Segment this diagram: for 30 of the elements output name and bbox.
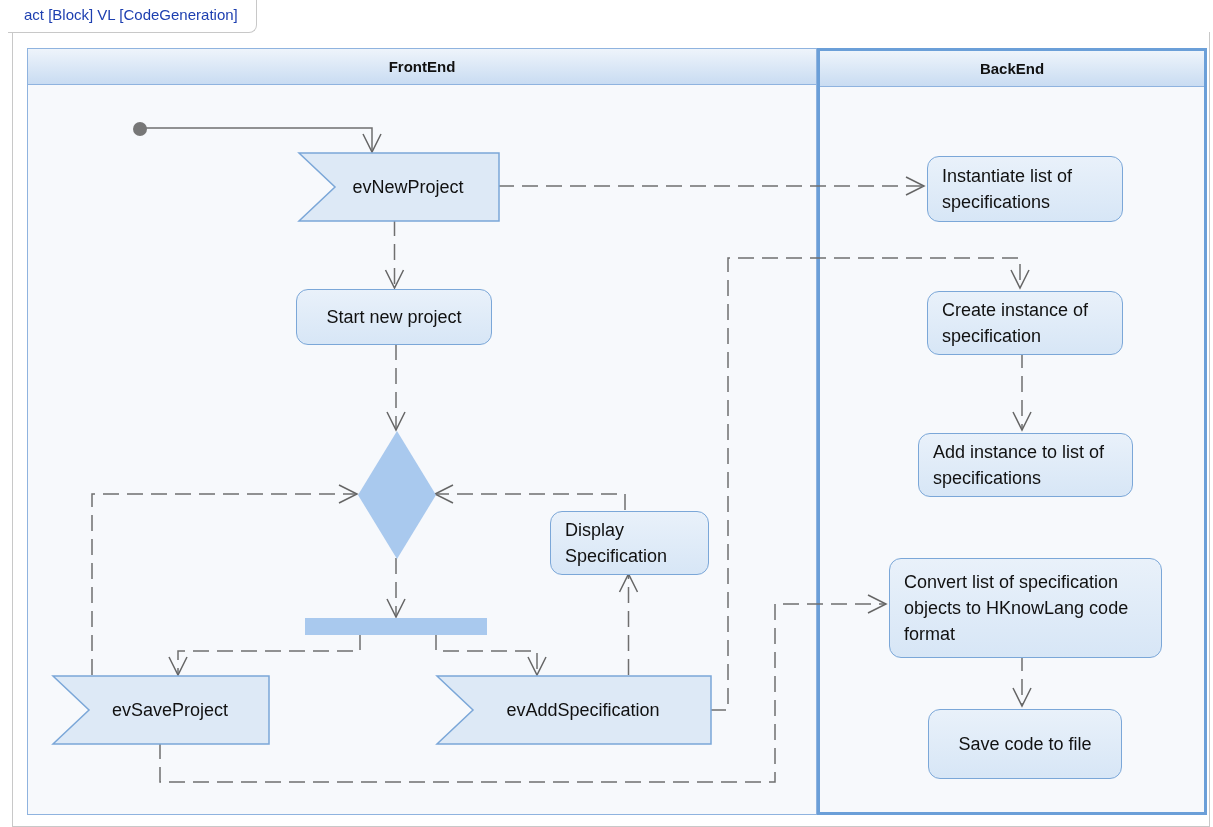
decision-diamond <box>358 431 436 559</box>
fork-bar <box>305 618 487 635</box>
arrow <box>145 127 382 153</box>
arrow <box>435 633 547 676</box>
arrow <box>497 176 925 196</box>
signal-receipt-node: evNewProject <box>299 153 499 221</box>
signal-receipt-node: evAddSpecification <box>437 676 711 744</box>
swimlane <box>817 48 1207 815</box>
lane-header: FrontEnd <box>28 49 816 85</box>
arrow <box>159 594 887 783</box>
initial-node <box>133 122 147 136</box>
diagram-title: act [Block] VL [CodeGeneration] <box>8 0 257 33</box>
arrow <box>91 484 358 676</box>
action-box: Create instance of specification <box>927 291 1123 355</box>
arrow <box>386 557 406 618</box>
action-box: Save code to file <box>928 709 1122 779</box>
action-box: Display Specification <box>550 511 709 575</box>
arrow <box>384 219 405 289</box>
arrow <box>168 633 361 676</box>
signal-receipt-node: evSaveProject <box>53 676 269 744</box>
action-box: Add instance to list of specifications <box>918 433 1133 497</box>
swimlane <box>27 48 817 815</box>
action-box: Start new project <box>296 289 492 345</box>
arrow <box>709 257 1030 711</box>
lane-header: BackEnd <box>820 51 1204 87</box>
action-box: Convert list of specification objects to HKnowLang code format <box>889 558 1162 658</box>
arrow <box>434 484 626 511</box>
arrow <box>618 573 639 676</box>
action-box: Instantiate list of specifications <box>927 156 1123 222</box>
arrow <box>386 343 406 431</box>
